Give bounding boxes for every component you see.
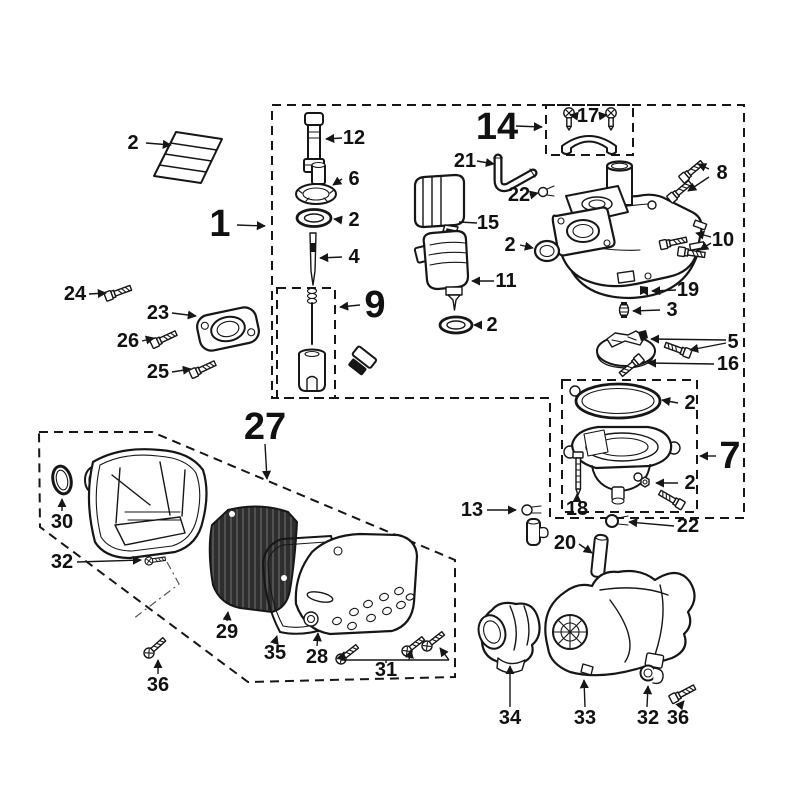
callout-22-top: 22	[508, 184, 530, 206]
assembly-box-1	[271, 104, 745, 519]
callout-assembly-7: 7	[719, 435, 740, 477]
callout-assembly-9: 9	[364, 284, 385, 326]
callout-6: 6	[348, 168, 359, 190]
callout-36-left: 36	[147, 674, 169, 696]
carburetor-body	[551, 160, 708, 300]
callout-11: 11	[495, 270, 516, 292]
part-21-breather-hose	[492, 153, 538, 193]
bracket-lines	[341, 221, 478, 663]
part-2-choke-oring	[438, 315, 474, 335]
callout-2-choke-oring: 2	[486, 314, 497, 336]
callout-36-right: 36	[667, 707, 689, 729]
callout-assembly-14: 14	[476, 106, 518, 148]
callout-32-right: 32	[637, 707, 659, 729]
part-4-needle	[309, 232, 317, 286]
part-17-screws-and-guide	[561, 107, 617, 155]
callout-16: 16	[717, 353, 739, 375]
part-2-reed-plate	[153, 131, 223, 184]
callout-21: 21	[454, 150, 476, 172]
part-15-intake-silencer	[413, 173, 466, 235]
callout-3: 3	[666, 299, 677, 321]
callout-32-left: 32	[51, 551, 73, 573]
part-18-pilot-screw	[572, 451, 584, 496]
callout-31: 31	[375, 659, 397, 681]
assembly-box-27	[37, 431, 456, 684]
part-2-drain-screw	[640, 476, 687, 511]
part-20-tubes	[526, 518, 609, 579]
part-19-clip	[640, 286, 648, 296]
part-6-spring-seat	[295, 161, 337, 205]
callout-15: 15	[477, 212, 499, 234]
callout-28: 28	[306, 646, 328, 668]
callout-20: 20	[554, 532, 576, 554]
part-11-electric-choke	[348, 229, 470, 376]
callout-34: 34	[499, 707, 522, 729]
callout-2-drain: 2	[684, 472, 695, 494]
part-13-clip	[521, 504, 542, 516]
part-36-screw-right	[667, 682, 698, 705]
callout-10: 10	[712, 229, 734, 251]
callout-8: 8	[716, 162, 727, 184]
part-9-needle-set	[298, 287, 326, 392]
callout-26: 26	[117, 330, 139, 352]
callout-2-bowl-gasket: 2	[684, 392, 695, 414]
part-7-float-bowl	[563, 425, 681, 505]
callout-25: 25	[147, 361, 169, 383]
callout-assembly-27: 27	[244, 406, 286, 448]
callout-13: 13	[461, 499, 483, 521]
callout-22-bottom: 22	[677, 515, 699, 537]
callout-18: 18	[566, 498, 588, 520]
assembly-axis-line	[132, 561, 180, 620]
part-2-bowl-gasket	[569, 382, 662, 420]
part-26-screw	[148, 328, 179, 350]
part-23-manifold-flange	[196, 306, 260, 352]
callout-35: 35	[264, 642, 286, 664]
callout-2-reed-plate: 2	[127, 132, 138, 154]
part-28-filter-cover	[294, 532, 419, 636]
part-24-screw	[103, 282, 133, 302]
callout-12: 12	[343, 127, 365, 149]
part-36-screw-left	[141, 634, 169, 661]
sub-box-9	[276, 287, 336, 399]
callout-30: 30	[51, 511, 73, 533]
callout-17: 17	[577, 105, 599, 127]
part-air-box-housing	[84, 448, 208, 560]
part-5-cover-assembly	[596, 330, 693, 369]
part-30-oring	[51, 464, 73, 496]
part-3-pin	[618, 302, 630, 318]
part-2-slide-oring	[295, 208, 333, 228]
part-25-screw	[187, 358, 218, 380]
part-22-clamp-bottom	[605, 514, 629, 528]
callout-29: 29	[216, 621, 238, 643]
part-22-clamp-top	[537, 185, 555, 198]
part-2-manifold-gasket	[533, 239, 561, 263]
callout-assembly-1: 1	[209, 203, 230, 245]
callout-5: 5	[727, 331, 738, 353]
part-33-air-duct	[544, 569, 696, 677]
callout-24: 24	[64, 283, 87, 305]
callout-2-manifold-gasket: 2	[504, 234, 515, 256]
part-29-foam-filter	[208, 505, 299, 614]
part-32-grommet-right	[639, 664, 664, 685]
callout-33: 33	[574, 707, 596, 729]
leader-lines	[57, 111, 727, 711]
part-8-screws	[665, 158, 706, 205]
callout-4: 4	[348, 246, 360, 268]
callout-19: 19	[677, 279, 699, 301]
sub-box-7	[561, 379, 698, 513]
sub-box-14	[545, 104, 634, 156]
callout-2-slide-oring: 2	[348, 209, 359, 231]
part-34-intake-bell	[477, 601, 541, 674]
callout-23: 23	[147, 302, 169, 324]
